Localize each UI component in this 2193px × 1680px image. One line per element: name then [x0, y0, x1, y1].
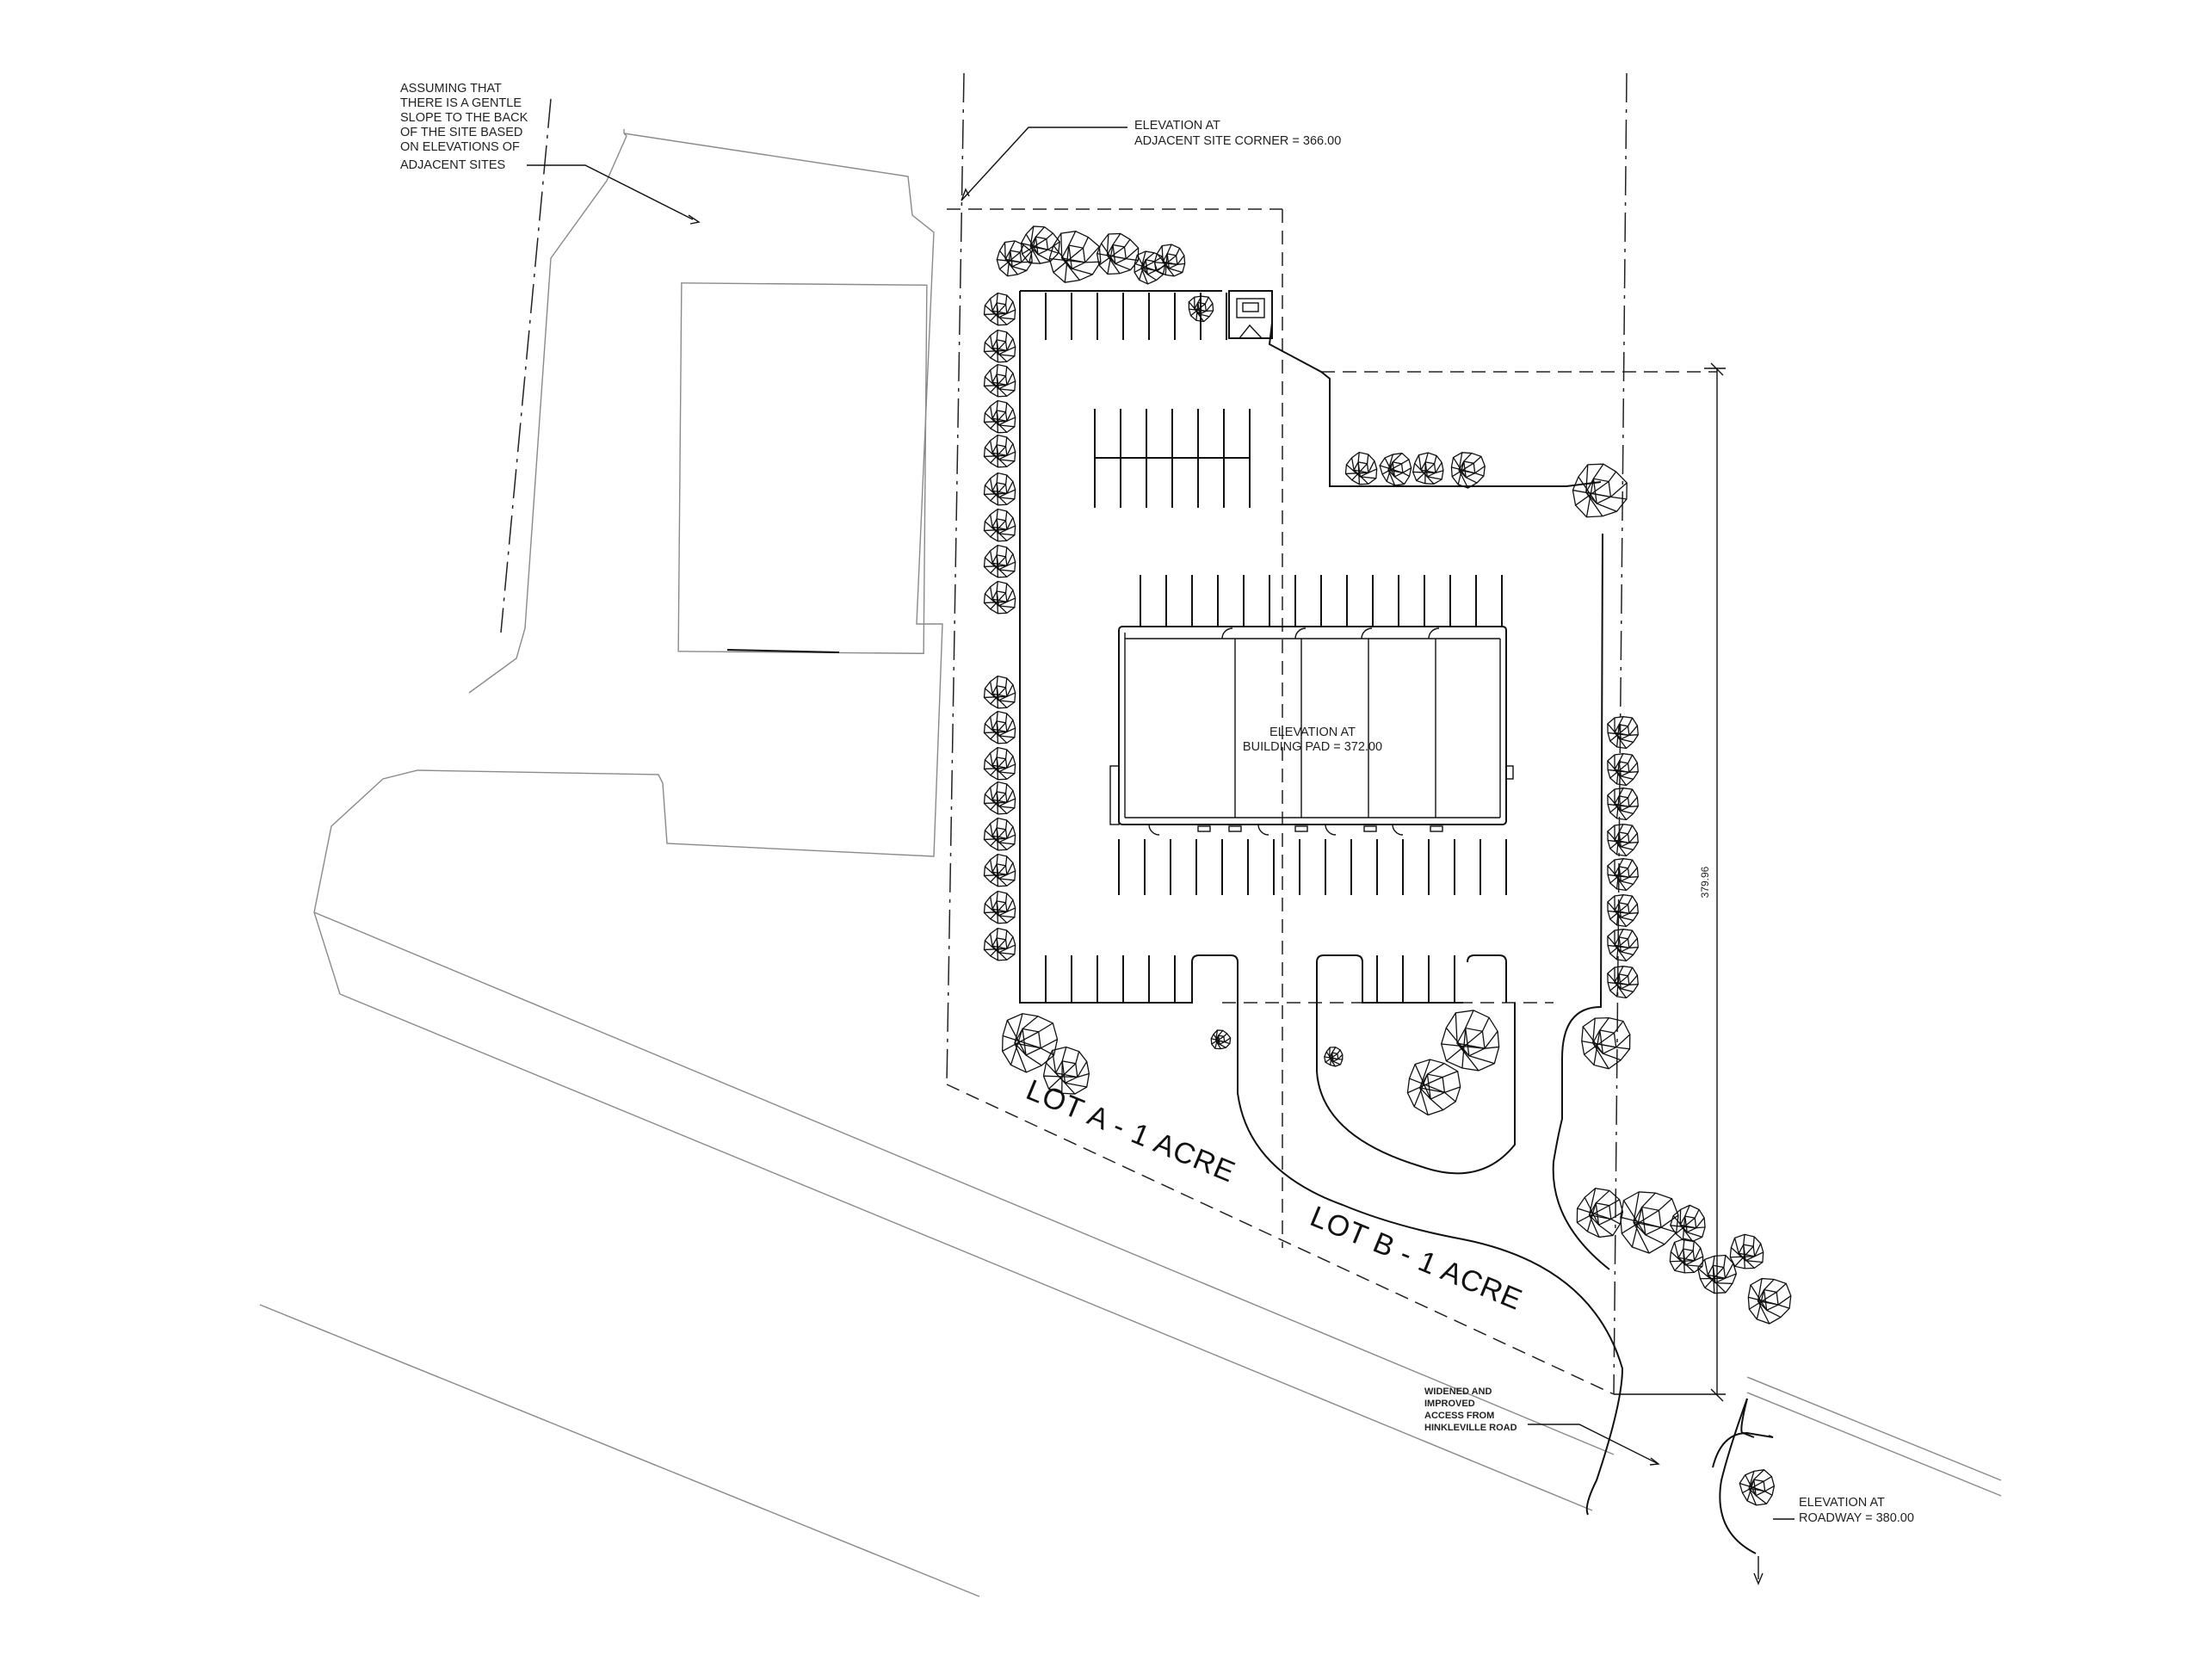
tree-symbol [983, 675, 1016, 709]
tree-symbol [983, 363, 1016, 398]
tree-symbol [1581, 1016, 1631, 1070]
tree-symbol [1412, 452, 1444, 485]
building [1109, 626, 1514, 836]
svg-text:BUILDING PAD = 372.00: BUILDING PAD = 372.00 [1243, 740, 1382, 754]
tree-symbol [1210, 1029, 1232, 1050]
tree-symbol [1379, 452, 1412, 486]
svg-text:ADJACENT SITE CORNER = 366.00: ADJACENT SITE CORNER = 366.00 [1134, 134, 1341, 148]
tree-symbol [1153, 244, 1186, 277]
tree-symbol [983, 580, 1016, 615]
tree-symbol [1669, 1238, 1704, 1274]
note-roadway-elevation: ELEVATION AT ROADWAY = 380.00 [1799, 1496, 1914, 1525]
parking-lot [1019, 290, 1774, 1554]
svg-text:ASSUMING THAT: ASSUMING THAT [400, 82, 502, 96]
svg-text:ELEVATION AT: ELEVATION AT [1799, 1496, 1885, 1510]
tree-symbol [1440, 1010, 1500, 1072]
tree-symbol [983, 890, 1016, 924]
note-building-elevation: ELEVATION AT BUILDING PAD = 372.00 [1243, 726, 1382, 754]
tree-symbol [983, 472, 1016, 506]
note-access: WIDENED AND IMPROVED ACCESS FROM HINKLEV… [1424, 1387, 1517, 1433]
svg-text:HINKLEVILLE ROAD: HINKLEVILLE ROAD [1424, 1423, 1517, 1433]
svg-text:ROADWAY = 380.00: ROADWAY = 380.00 [1799, 1511, 1914, 1525]
tree-symbol [1406, 1059, 1461, 1116]
adjacent-site-outline [313, 98, 943, 995]
lot-b-label: LOT B - 1 ACRE [1306, 1200, 1527, 1317]
tree-symbol [983, 329, 1016, 363]
tree-symbol [1607, 716, 1639, 750]
tree-symbol [1729, 1233, 1764, 1269]
tree-symbol [983, 434, 1016, 468]
tree-symbol [1607, 966, 1639, 999]
svg-text:ON ELEVATIONS OF: ON ELEVATIONS OF [400, 140, 520, 154]
svg-text:WIDENED AND: WIDENED AND [1424, 1387, 1492, 1397]
tree-symbol [1576, 1187, 1624, 1238]
tree-symbol [1670, 1204, 1706, 1243]
tree-symbol [1607, 788, 1639, 821]
tree-symbol [983, 544, 1016, 578]
tree-symbol [983, 746, 1016, 781]
leader-lines [527, 127, 1795, 1585]
tree-symbol [1607, 929, 1639, 962]
tree-symbol [1344, 451, 1378, 485]
tree-symbol [996, 240, 1033, 277]
tree-symbol [1607, 753, 1639, 787]
dumpster-enclosure [1228, 290, 1273, 339]
tree-symbol [983, 710, 1016, 744]
tree-symbol [983, 817, 1016, 851]
tree-symbol [983, 508, 1016, 542]
dimension-379: 379.96 [1614, 362, 1726, 1402]
tree-symbol [1607, 894, 1639, 928]
tree-symbol [1572, 463, 1628, 518]
tree-symbol [1324, 1047, 1344, 1067]
note-corner-elevation: ELEVATION AT ADJACENT SITE CORNER = 366.… [1134, 119, 1341, 148]
dimension-label: 379.96 [1699, 866, 1711, 898]
tree-symbol [1096, 232, 1140, 275]
note-slope: ASSUMING THAT THERE IS A GENTLE SLOPE TO… [400, 82, 528, 172]
tree-symbol [983, 399, 1016, 434]
lot-a-label: LOT A - 1 ACRE [1022, 1073, 1240, 1189]
svg-text:ELEVATION AT: ELEVATION AT [1269, 726, 1356, 739]
tree-symbol [1739, 1469, 1776, 1506]
tree-symbol [1607, 824, 1639, 857]
tree-symbol [1620, 1191, 1679, 1254]
tree-symbol [1450, 452, 1486, 489]
tree-symbol [983, 853, 1016, 887]
roadway-edges [259, 911, 2002, 1597]
tree-symbol [1001, 1013, 1059, 1073]
tree-symbol [983, 927, 1016, 961]
tree-symbol [1747, 1277, 1792, 1325]
tree-symbol [983, 292, 1016, 326]
svg-text:ACCESS FROM: ACCESS FROM [1424, 1411, 1494, 1421]
svg-text:IMPROVED: IMPROVED [1424, 1399, 1475, 1409]
tree-symbol [1042, 1046, 1090, 1095]
tree-symbol [1048, 231, 1102, 283]
svg-text:ELEVATION AT: ELEVATION AT [1134, 119, 1220, 133]
tree-symbol [1188, 295, 1214, 323]
landscape-trees [983, 225, 1792, 1506]
tree-symbol [983, 781, 1016, 815]
svg-text:ADJACENT SITES: ADJACENT SITES [400, 158, 505, 172]
svg-text:THERE IS A GENTLE: THERE IS A GENTLE [400, 96, 522, 110]
parking-stalls [1045, 293, 1507, 1003]
svg-text:SLOPE TO THE BACK: SLOPE TO THE BACK [400, 111, 528, 125]
tree-symbol [1607, 858, 1639, 892]
svg-text:OF THE SITE BASED: OF THE SITE BASED [400, 126, 522, 139]
tree-symbol [1697, 1254, 1738, 1294]
